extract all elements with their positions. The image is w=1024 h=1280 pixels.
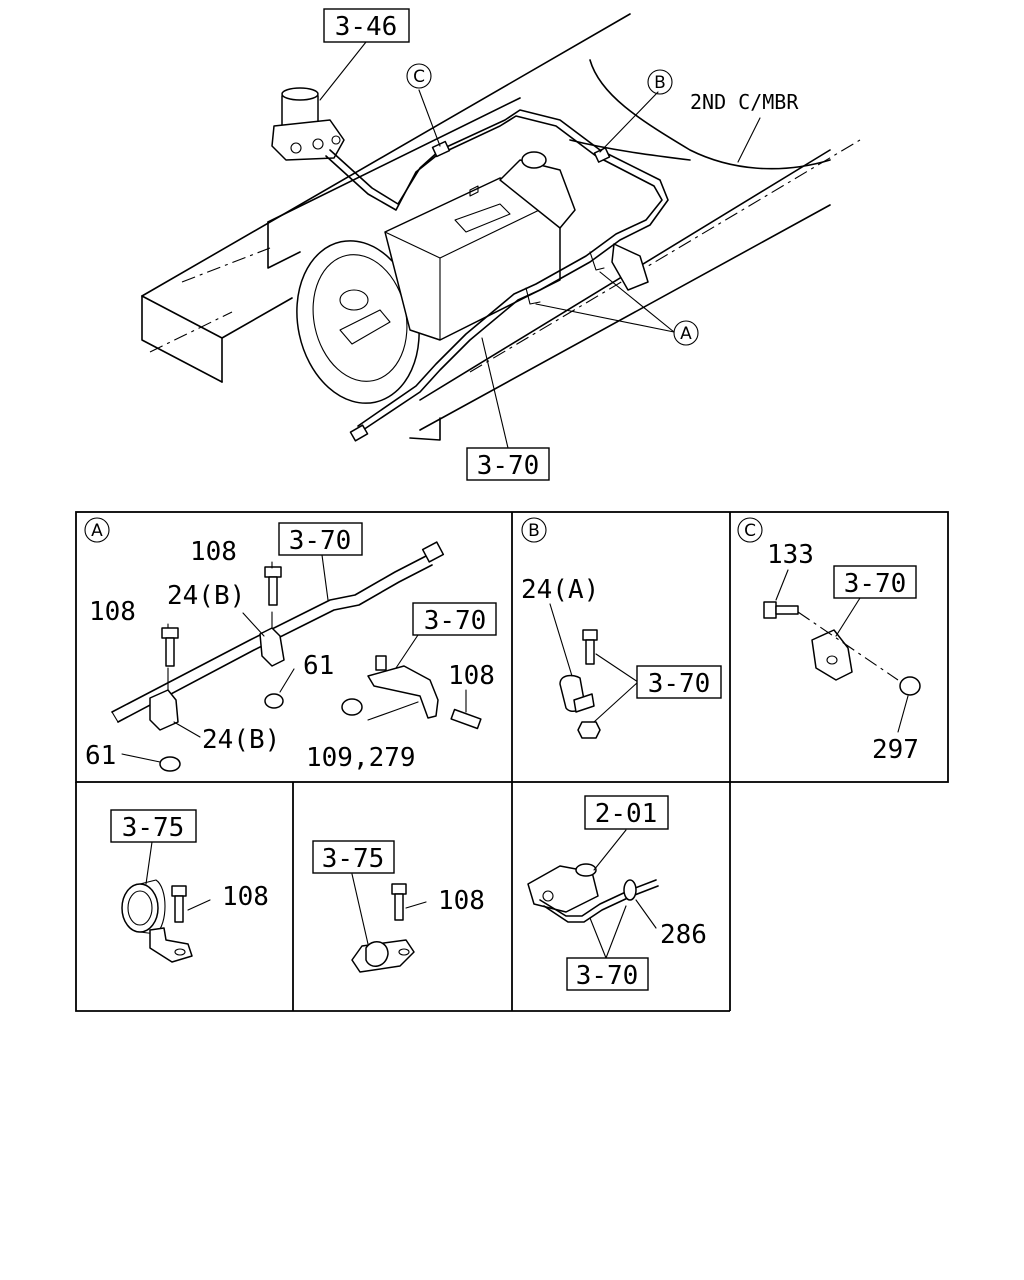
callout-b-letter: B [654, 73, 666, 93]
callout-b-circle [647, 69, 673, 95]
ref-box-a-bracket [412, 602, 497, 636]
transmission [296, 151, 576, 404]
ref-label-d: 3-75 [122, 813, 185, 843]
ref-label-a-pipe: 3-70 [289, 526, 352, 556]
label-108-top: 108 [190, 537, 237, 567]
callout-c-letter: C [413, 67, 425, 87]
panel-a-marker: A [91, 521, 103, 541]
label-24a: 24(A) [521, 575, 599, 605]
label-297: 297 [872, 735, 919, 765]
detail-panel-c: C 133 3-70 297 [737, 517, 921, 765]
leader-c [418, 89, 441, 147]
ref-box-3-46 [323, 8, 410, 43]
detail-grid [75, 511, 949, 1012]
detail-panel-a: A 108 108 [84, 517, 497, 773]
ref-box-3-70 [466, 447, 550, 481]
leader-b [599, 91, 659, 153]
ref-box-f-top [584, 795, 669, 830]
label-108-d: 108 [222, 882, 269, 912]
label-108-left: 108 [89, 597, 136, 627]
label-61-bottom: 61 [85, 741, 116, 771]
panel-c-marker: C [744, 521, 756, 541]
leader-a-1 [599, 271, 675, 333]
ref-box-b [636, 665, 722, 699]
ref-label-3-46: 3-46 [335, 12, 398, 42]
label-61-mid: 61 [303, 651, 334, 681]
ref-label-c: 3-70 [844, 569, 907, 599]
leader-3-70 [481, 337, 509, 449]
panel-c-marker-circle [737, 517, 763, 543]
label-108-right: 108 [448, 661, 495, 691]
panel-b-marker: B [528, 521, 540, 541]
leader-2nd-mbr [737, 117, 761, 163]
cross-member [267, 59, 831, 269]
ref-box-d [110, 809, 197, 843]
air-pipe-route [325, 109, 669, 442]
ref-box-c [833, 565, 917, 599]
ref-label-f-top: 2-01 [595, 799, 658, 829]
overview-illustration: 3-46 3-70 2ND C/MBR C B A [141, 8, 861, 481]
ref-box-a-pipe [278, 522, 363, 556]
ref-label-b: 3-70 [648, 669, 711, 699]
panel-a-marker-circle [84, 517, 110, 543]
label-24b-bottom: 24(B) [202, 725, 280, 755]
label-108-e: 108 [438, 886, 485, 916]
ref-label-a-bracket: 3-70 [424, 606, 487, 636]
detail-panel-d: 3-75 108 [110, 809, 269, 963]
ref-box-f-bottom [566, 957, 649, 991]
label-286: 286 [660, 920, 707, 950]
leader-3-46 [319, 41, 367, 101]
label-24b-top: 24(B) [167, 581, 245, 611]
air-dryer-unit [271, 87, 345, 161]
label-133: 133 [767, 540, 814, 570]
ref-label-3-70: 3-70 [477, 451, 540, 481]
callout-a-letter: A [680, 324, 692, 344]
ref-box-e [312, 840, 395, 874]
leader-a-2 [535, 303, 675, 333]
callout-c-circle [406, 63, 432, 89]
frame-rail-left [141, 13, 631, 383]
detail-panel-b: B 24(A) 3-70 [521, 517, 722, 739]
ref-label-f-bottom: 3-70 [576, 961, 639, 991]
detail-panel-f: 2-01 286 3-70 [527, 795, 707, 991]
panel-b-marker-circle [521, 517, 547, 543]
ref-label-e: 3-75 [322, 844, 385, 874]
callout-a-circle [673, 320, 699, 346]
detail-panel-e: 3-75 108 [312, 840, 485, 973]
label-109-279: 109,279 [306, 743, 416, 773]
cross-member-label: 2ND C/MBR [690, 90, 799, 114]
